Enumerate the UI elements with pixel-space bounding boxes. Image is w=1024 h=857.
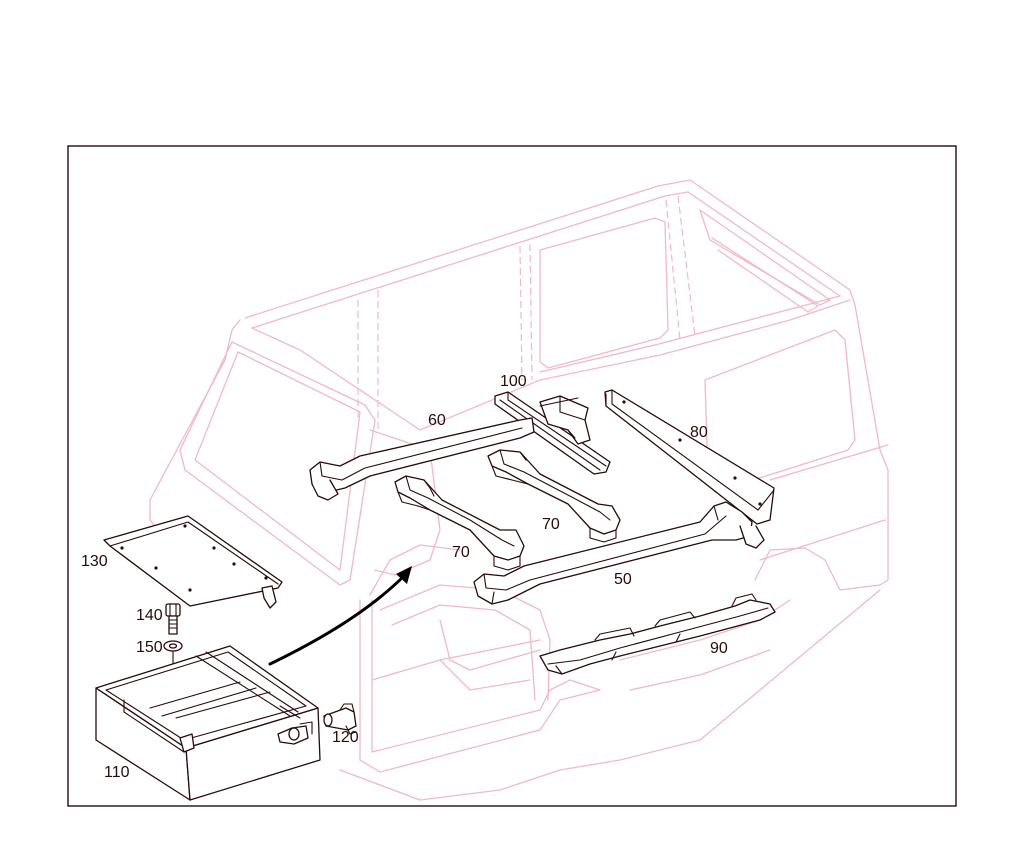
part-90-sill xyxy=(539,593,776,675)
part-130-cover-plate xyxy=(103,515,283,609)
part-120-bracket xyxy=(323,703,357,735)
part-110-storage-box xyxy=(95,645,321,801)
part-150-washer xyxy=(163,640,183,652)
label-60: 60 xyxy=(428,412,446,429)
label-120: 120 xyxy=(332,729,359,746)
part-50-side-member xyxy=(473,501,765,605)
label-100: 100 xyxy=(500,373,527,390)
part-60-side-member xyxy=(309,397,579,501)
label-110: 110 xyxy=(104,764,130,781)
part-70-crossmember-rear xyxy=(487,449,621,543)
installation-arrow xyxy=(268,566,412,666)
label-140: 140 xyxy=(136,607,163,624)
label-90: 90 xyxy=(710,640,728,657)
label-80: 80 xyxy=(690,424,708,441)
part-70-crossmember-front xyxy=(394,475,525,571)
label-70-front: 70 xyxy=(452,544,470,561)
label-150: 150 xyxy=(136,639,163,656)
label-70-rear: 70 xyxy=(542,516,560,533)
part-80-rear-crossmember xyxy=(604,389,775,525)
part-140-bolt xyxy=(165,603,181,635)
label-130: 130 xyxy=(81,553,108,570)
diagram-frame xyxy=(67,145,957,807)
label-50: 50 xyxy=(614,571,632,588)
